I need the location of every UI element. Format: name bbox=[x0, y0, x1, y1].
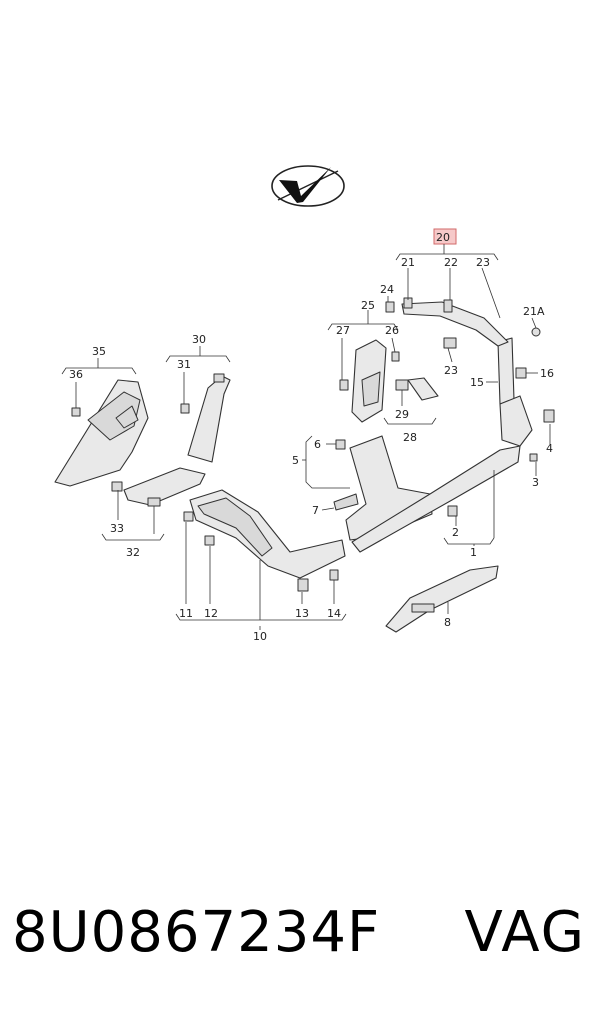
part-20-a-pillar-trim bbox=[401, 297, 541, 379]
callout-25: 25 bbox=[361, 299, 375, 312]
callout-12: 12 bbox=[204, 607, 218, 620]
callout-29: 29 bbox=[395, 408, 409, 421]
callout-26: 26 bbox=[385, 324, 399, 337]
check-logo-icon bbox=[271, 165, 345, 207]
callout-1: 1 bbox=[470, 546, 477, 559]
callout-32: 32 bbox=[126, 546, 140, 559]
callout-28: 28 bbox=[403, 431, 417, 444]
callout-33: 33 bbox=[110, 522, 124, 535]
callout-16: 16 bbox=[540, 367, 554, 380]
callout-23a: 23 bbox=[476, 256, 490, 269]
callout-6: 6 bbox=[314, 438, 321, 451]
part-25-b-pillar bbox=[339, 301, 400, 423]
part-35-rear-trim bbox=[54, 379, 149, 487]
footer: 8U0867234F VAG bbox=[0, 900, 600, 980]
part-28-clip-strip bbox=[395, 377, 439, 401]
callout-20: 20 bbox=[436, 231, 450, 244]
callout-30: 30 bbox=[192, 333, 206, 346]
callout-36: 36 bbox=[69, 368, 83, 381]
part-number: 8U0867234F bbox=[12, 900, 381, 965]
callout-15: 15 bbox=[470, 376, 484, 389]
leader-lines bbox=[61, 244, 551, 630]
callout-21: 21 bbox=[401, 256, 415, 269]
callout-27: 27 bbox=[336, 324, 350, 337]
callout-21a: 21A bbox=[523, 305, 545, 318]
callout-22: 22 bbox=[444, 256, 458, 269]
part-32-sill bbox=[111, 467, 206, 507]
callout-labels: 20 21 22 23 21A 23 15 16 24 25 27 26 29 … bbox=[69, 231, 554, 643]
callout-23b: 23 bbox=[444, 364, 458, 377]
callout-8: 8 bbox=[444, 616, 451, 629]
callout-2: 2 bbox=[452, 526, 459, 539]
highlight-box-20 bbox=[433, 228, 457, 245]
part-10-lower-trim bbox=[183, 489, 346, 592]
callout-10: 10 bbox=[253, 630, 267, 643]
part-1-door-sill bbox=[351, 337, 555, 553]
callout-14: 14 bbox=[327, 607, 341, 620]
callout-5: 5 bbox=[292, 454, 299, 467]
brand-label: VAG bbox=[464, 900, 586, 965]
callout-11: 11 bbox=[179, 607, 193, 620]
callout-24: 24 bbox=[380, 283, 394, 296]
part-30-pillar-trim bbox=[180, 373, 231, 463]
part-8-sill-cover bbox=[385, 565, 499, 633]
callout-7: 7 bbox=[312, 504, 319, 517]
callout-35: 35 bbox=[92, 345, 106, 358]
callout-13: 13 bbox=[295, 607, 309, 620]
callout-3: 3 bbox=[532, 476, 539, 489]
callout-4: 4 bbox=[546, 442, 553, 455]
callout-31: 31 bbox=[177, 358, 191, 371]
